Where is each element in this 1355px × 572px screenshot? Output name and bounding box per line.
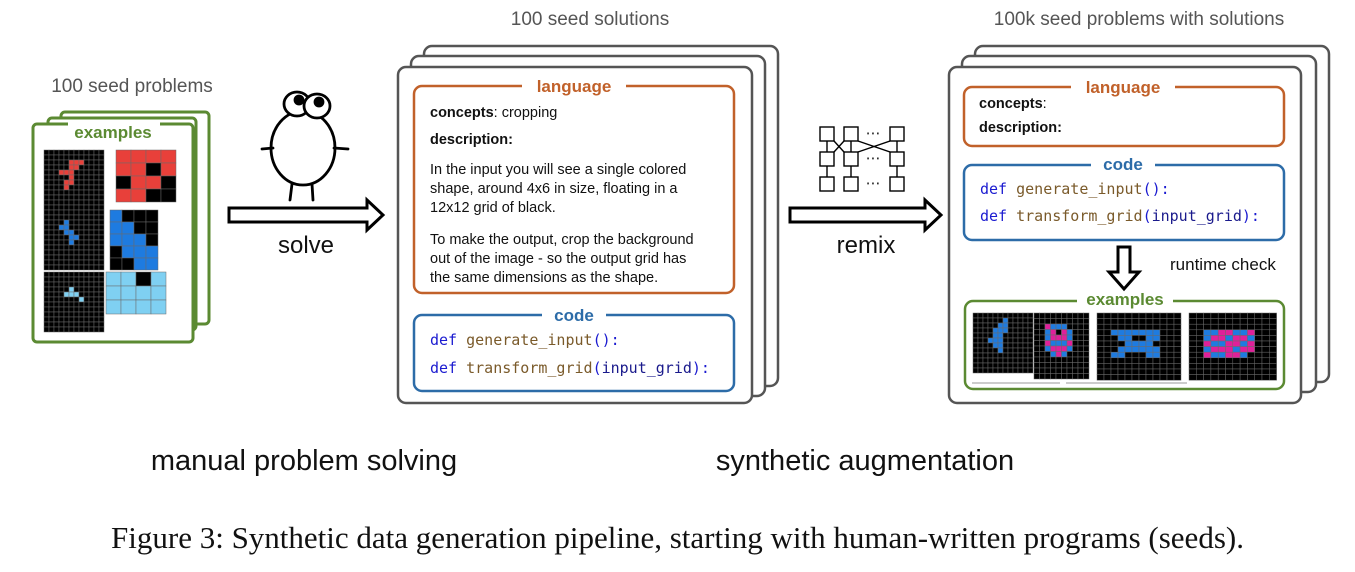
code-args: (): — [593, 331, 620, 349]
code-keyword: def — [430, 359, 457, 377]
header-seed-problems: 100 seed problems — [51, 76, 213, 97]
description-line: 12x12 grid of black. — [430, 200, 556, 216]
examples-title-bg — [1077, 296, 1173, 305]
person-icon — [260, 90, 350, 202]
graph-ellipsis: ⋯ — [866, 126, 881, 142]
code-function-name: generate_input — [1016, 180, 1142, 198]
code-paren: ( — [593, 359, 602, 377]
language-title-bg — [1071, 83, 1175, 91]
code-title-bg — [1091, 161, 1155, 169]
description-label: description: — [430, 132, 513, 148]
figure-caption: Figure 3: Synthetic data generation pipe… — [111, 520, 1244, 555]
label-synthetic-augmentation: synthetic augmentation — [716, 445, 1014, 477]
code-paren: ): — [1242, 207, 1260, 225]
code-keyword: def — [980, 207, 1007, 225]
description-line: In the input you will see a single color… — [430, 162, 686, 178]
concepts-value: : — [1043, 96, 1047, 112]
remix-arrow-icon — [788, 196, 944, 234]
examples-title: examples — [74, 123, 152, 142]
code-function-name: transform_grid — [1016, 207, 1142, 225]
code-title-bg — [542, 311, 606, 319]
concepts-value: : cropping — [494, 105, 558, 121]
pixel-grid — [1096, 312, 1182, 381]
code-args: (): — [1143, 180, 1170, 198]
code-keyword: def — [980, 180, 1007, 198]
code-transform-grid: def transform_grid(input_grid): — [980, 207, 1260, 225]
concepts-label: concepts — [979, 96, 1043, 112]
step-runtime-check: runtime check — [1170, 255, 1276, 274]
pixel-grid — [43, 149, 105, 211]
concepts-line: concepts: — [979, 96, 1047, 112]
seed-example-grids — [43, 149, 177, 333]
code-keyword: def — [430, 331, 457, 349]
pixel-grid — [105, 271, 167, 315]
code-param: input_grid — [1152, 207, 1242, 225]
code-transform-grid: def transform_grid(input_grid): — [430, 359, 710, 377]
concepts-line: concepts: cropping — [430, 105, 557, 121]
graph-ellipsis: ⋯ — [866, 151, 881, 167]
code-paren: ): — [692, 359, 710, 377]
pixel-grid — [1033, 312, 1090, 380]
language-title-bg — [522, 82, 626, 90]
language-title: language — [537, 77, 612, 96]
label-manual-problem-solving: manual problem solving — [151, 445, 457, 477]
code-param: input_grid — [602, 359, 692, 377]
code-paren: ( — [1143, 207, 1152, 225]
description-line: out of the image - so the output grid ha… — [430, 251, 686, 267]
code-title: code — [1103, 155, 1143, 174]
header-augmented: 100k seed problems with solutions — [994, 9, 1284, 30]
code-box-augmented — [962, 163, 1286, 242]
code-function-name: generate_input — [466, 331, 592, 349]
pixel-grid — [43, 271, 105, 333]
header-seed-solutions: 100 seed solutions — [511, 9, 669, 30]
description-line: the same dimensions as the shape. — [430, 270, 658, 286]
code-box — [412, 313, 736, 393]
description-line: shape, around 4x6 in size, floating in a — [430, 181, 678, 197]
pixel-grid — [115, 149, 177, 203]
runtime-check-arrow-icon — [1105, 245, 1143, 292]
examples-title: examples — [1086, 290, 1164, 309]
description-text: In the input you will see a single color… — [430, 162, 694, 286]
code-title: code — [554, 306, 594, 325]
code-generate-input: def generate_input(): — [980, 180, 1170, 198]
examples-title-bg — [68, 121, 160, 129]
solve-arrow-icon — [227, 196, 386, 234]
code-function-name: transform_grid — [466, 359, 592, 377]
language-title: language — [1086, 78, 1161, 97]
step-solve: solve — [278, 232, 334, 259]
pixel-grid — [43, 209, 105, 271]
description-label: description: — [979, 120, 1062, 136]
augmented-example-grids — [972, 312, 1277, 381]
program-graph-icon — [819, 126, 905, 192]
graph-ellipsis: ⋯ — [866, 176, 881, 192]
pixel-grid — [972, 312, 1034, 374]
concepts-label: concepts — [430, 105, 494, 121]
code-generate-input: def generate_input(): — [430, 331, 620, 349]
pixel-grid — [109, 209, 159, 271]
pixel-grid — [1188, 312, 1277, 381]
step-remix: remix — [837, 232, 896, 259]
description-line: To make the output, crop the background — [430, 232, 694, 248]
